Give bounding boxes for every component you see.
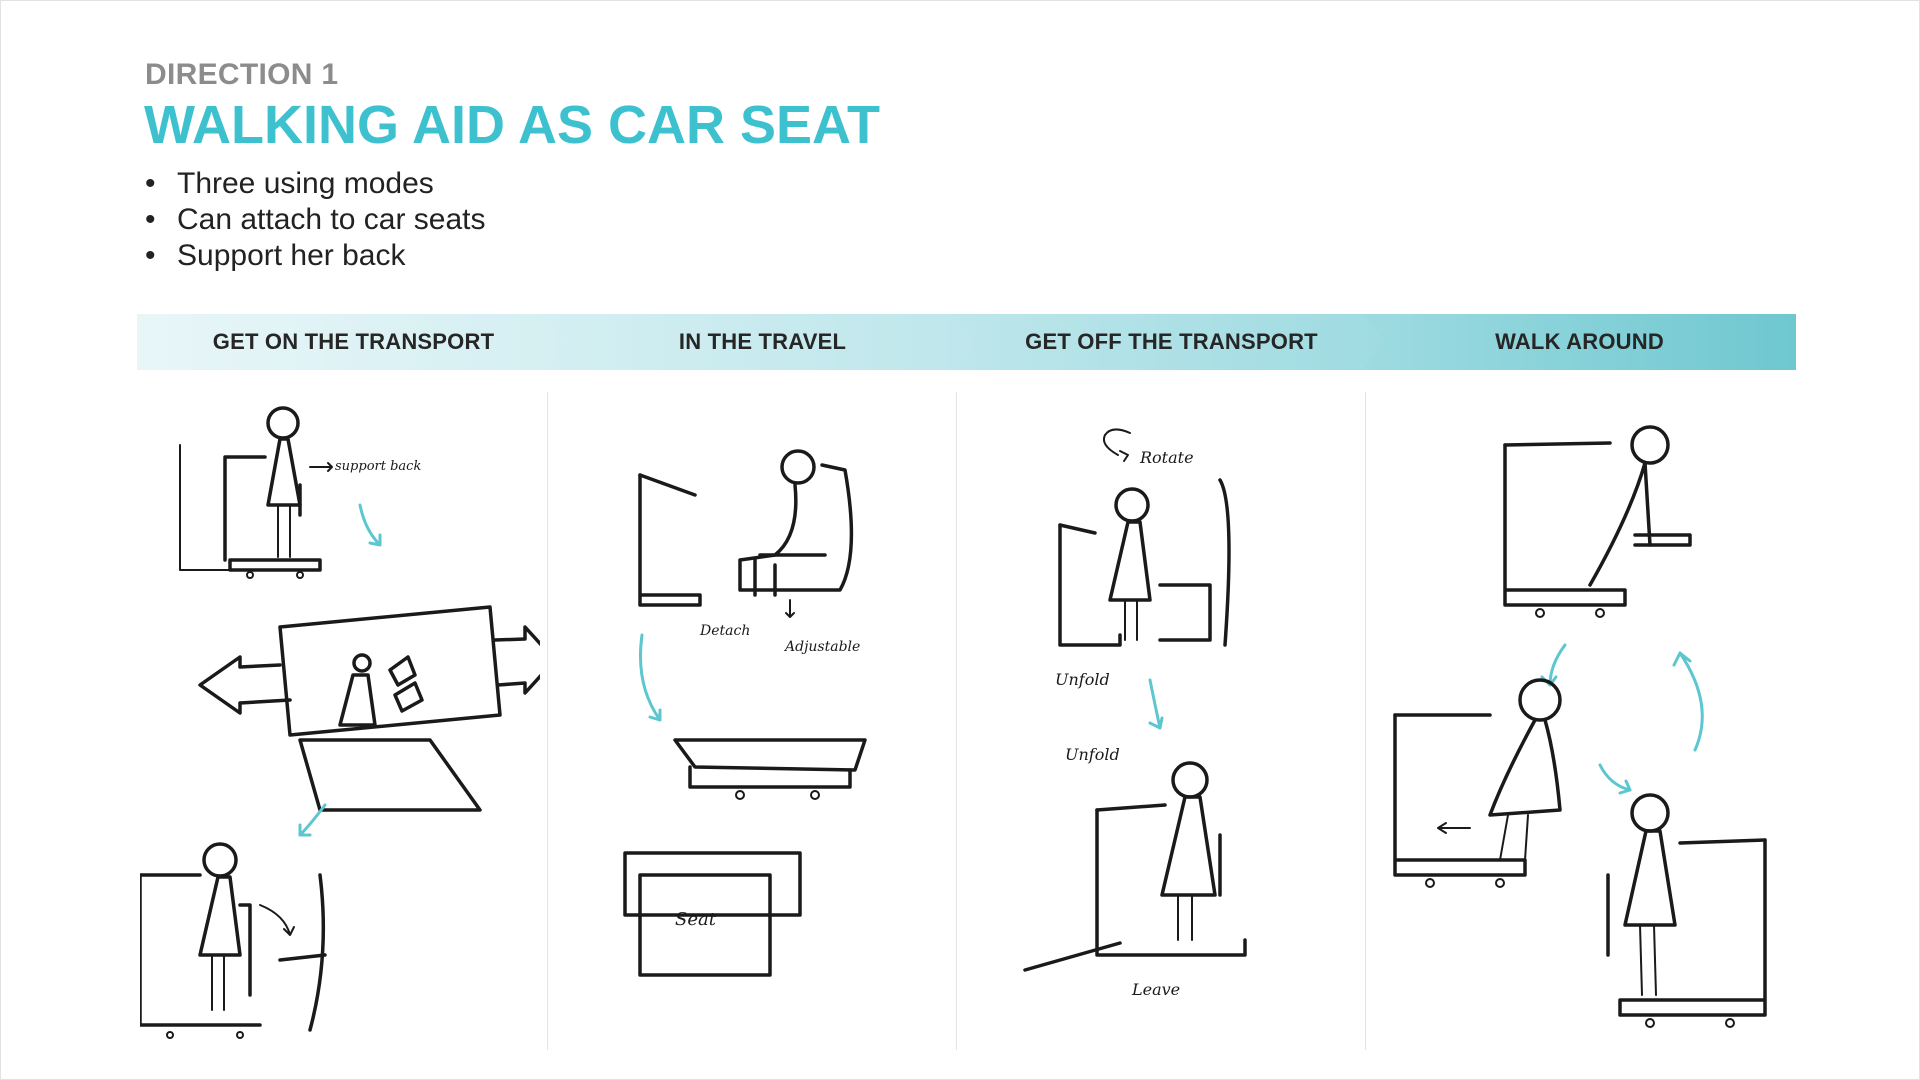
- figure-sitting-walker-sketch: [1505, 427, 1690, 617]
- figure-near-seat-sketch: [140, 844, 325, 1038]
- sketch-panel-get-off: Rotate Unfold Unfold Leave: [1000, 395, 1300, 1050]
- figure-pushing-walker-sketch: [1395, 680, 1560, 887]
- sketch-get-off: Rotate Unfold Unfold Leave: [1000, 395, 1300, 1050]
- stage-in-travel: IN THE TRAVEL: [546, 314, 979, 370]
- annotation-support-back: support back: [335, 459, 421, 474]
- annotation-unfold-2: Unfold: [1065, 745, 1120, 764]
- column-divider: [547, 392, 548, 1050]
- stage-label: GET ON THE TRANSPORT: [213, 329, 494, 355]
- annotation-adjustable: Adjustable: [783, 639, 860, 655]
- sketch-walk-around: [1390, 395, 1780, 1050]
- sketch-panel-walk-around: [1390, 395, 1780, 1050]
- stage-get-on: GET ON THE TRANSPORT: [137, 314, 570, 370]
- figure-walking-walker-sketch: [1608, 795, 1765, 1027]
- stage-label: IN THE TRAVEL: [679, 329, 846, 355]
- stage-walk-around: WALK AROUND: [1363, 314, 1796, 370]
- seat-topview-sketch: Seat: [625, 853, 800, 975]
- direction-label: DIRECTION 1: [145, 58, 338, 92]
- page-title: WALKING AID AS CAR SEAT: [144, 94, 880, 156]
- feature-item: Support her back: [145, 238, 486, 274]
- feature-list: Three using modes Can attach to car seat…: [145, 166, 486, 274]
- figure-rotating-sketch: [1060, 480, 1229, 645]
- sketch-get-on: support back: [140, 395, 540, 1050]
- annotation-rotate: Rotate: [1139, 448, 1194, 467]
- figure-standing-sketch: [180, 408, 320, 578]
- feature-item: Three using modes: [145, 166, 486, 202]
- stage-label: GET OFF THE TRANSPORT: [1025, 329, 1318, 355]
- annotation-seat: Seat: [675, 909, 717, 930]
- column-divider: [956, 392, 957, 1050]
- folded-walker-sketch: [675, 740, 865, 799]
- stage-label: WALK AROUND: [1495, 329, 1664, 355]
- column-divider: [1365, 392, 1366, 1050]
- annotation-unfold-1: Unfold: [1055, 670, 1110, 689]
- figure-seated-sketch: [640, 451, 851, 605]
- annotation-leave: Leave: [1131, 980, 1180, 999]
- stage-get-off: GET OFF THE TRANSPORT: [955, 314, 1388, 370]
- sketch-panel-in-travel: Detach Adjustable Seat: [600, 395, 900, 1050]
- figure-leaving-sketch: [1025, 763, 1245, 970]
- annotation-detach: Detach: [699, 623, 750, 639]
- sketch-panel-get-on: support back: [140, 395, 540, 1050]
- feature-item: Can attach to car seats: [145, 202, 486, 238]
- sketch-in-travel: Detach Adjustable Seat: [600, 395, 900, 1050]
- vehicle-diagram-sketch: [200, 607, 540, 810]
- journey-stage-bar: GET ON THE TRANSPORT IN THE TRAVEL GET O…: [137, 314, 1791, 370]
